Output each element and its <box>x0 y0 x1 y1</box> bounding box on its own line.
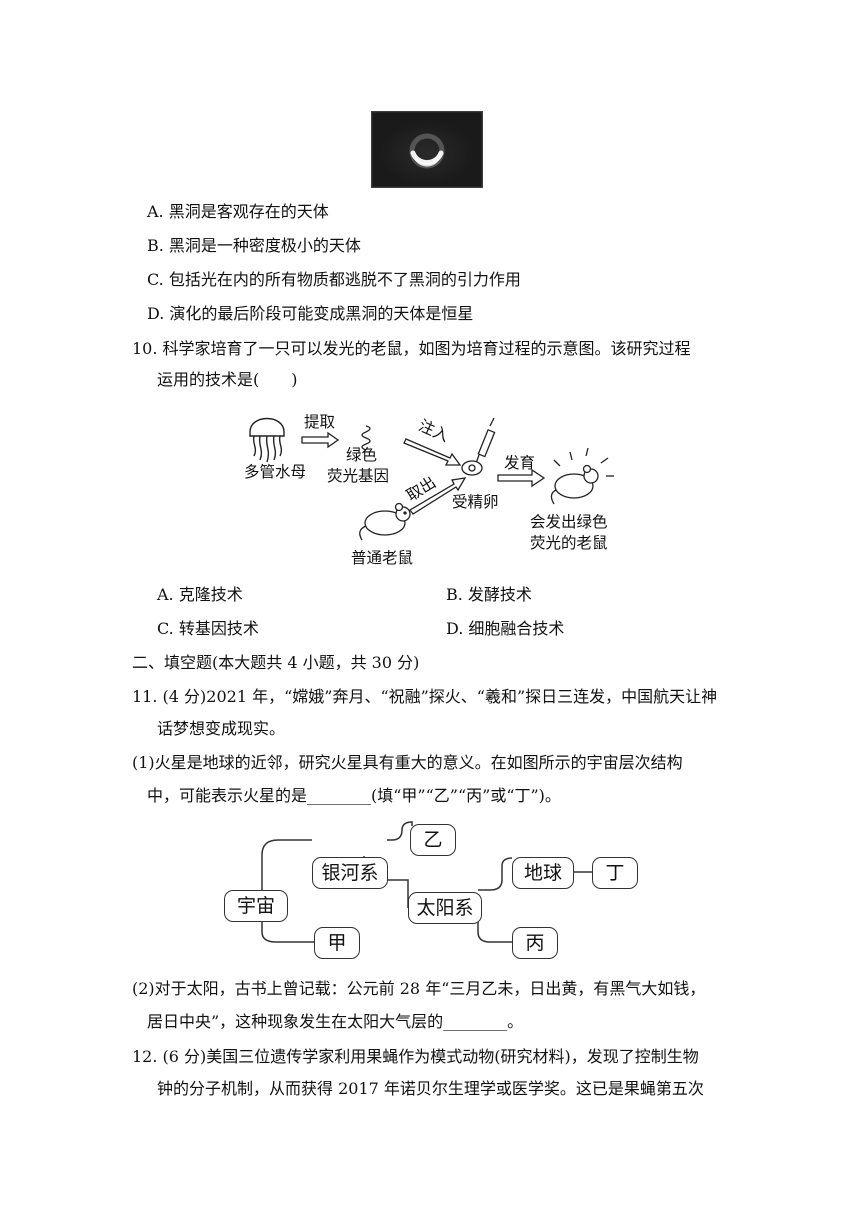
q10-stem-line1: 10. 科学家培育了一只可以发光的老鼠，如图为培育过程的示意图。该研究过程 <box>132 339 691 358</box>
q10-option-b: B. 发酵技术 <box>446 585 532 604</box>
node-solar-system: 太阳系 <box>408 892 482 924</box>
q11-part1-line2: 中，可能表示火星的是________(填“甲”“乙”“丙”或“丁”)。 <box>147 786 561 805</box>
extract-label: 提取 <box>304 413 336 431</box>
q9-option-d: D. 演化的最后阶段可能变成黑洞的天体是恒星 <box>147 304 474 323</box>
glowing-mouse-icon <box>550 447 614 505</box>
syringe-icon <box>474 417 496 467</box>
normal-mouse-label: 普通老鼠 <box>351 549 414 567</box>
universe-hierarchy-diagram: 宇宙 银河系 乙 甲 太阳系 地球 丁 丙 <box>222 820 642 962</box>
node-galaxy: 银河系 <box>312 857 388 889</box>
gene-label-line1: 绿色 <box>346 446 378 464</box>
q9-option-a: A. 黑洞是客观存在的天体 <box>147 202 329 221</box>
fertilized-egg-icon <box>461 460 483 476</box>
develop-label: 发育 <box>504 454 536 472</box>
extract-arrow-icon <box>301 431 340 449</box>
normal-mouse-icon <box>359 502 411 541</box>
glowing-mouse-diagram: 多管水母 提取 绿色 荧光基因 注入 取出 受精卵 发育 普通老鼠 会发出绿色 … <box>240 408 640 574</box>
q11-part1-line1: (1)火星是地球的近邻，研究火星具有重大的意义。在如图所示的宇宙层次结构 <box>132 753 683 772</box>
node-earth: 地球 <box>512 857 574 889</box>
q11-stem-line1: 11. (4 分)2021 年，“嫦娥”奔月、“祝融”探火、“羲和”探日三连发，… <box>132 687 718 706</box>
q11-part2-line2: 居日中央”，这种现象发生在太阳大气层的________。 <box>147 1012 524 1031</box>
q10-stem-line2: 运用的技术是( ) <box>157 370 298 389</box>
develop-arrow-icon <box>497 468 546 488</box>
node-bing: 丙 <box>512 927 558 959</box>
glow-mouse-label-line1: 会发出绿色 <box>530 513 608 531</box>
q10-option-a: A. 克隆技术 <box>157 585 243 604</box>
q12-line2: 钟的分子机制，从而获得 2017 年诺贝尔生理学或医学奖。这已是果蝇第五次 <box>157 1079 704 1098</box>
gene-icon <box>361 425 371 451</box>
q12-line1: 12. (6 分)美国三位遗传学家利用果蝇作为模式动物(研究材料)，发现了控制生… <box>132 1047 699 1066</box>
section-heading: 二、填空题(本大题共 4 小题，共 30 分) <box>132 653 420 672</box>
q11-part2-line1: (2)对于太阳，古书上曾记载：公元前 28 年“三月乙未，日出黄，有黑气大如钱， <box>132 979 706 998</box>
q9-option-b: B. 黑洞是一种密度极小的天体 <box>147 236 361 255</box>
node-yi: 乙 <box>410 824 456 856</box>
node-universe: 宇宙 <box>224 890 288 922</box>
jellyfish-icon <box>249 417 285 463</box>
inject-arrow-icon <box>403 438 462 466</box>
q10-option-d: D. 细胞融合技术 <box>446 619 565 638</box>
node-jia: 甲 <box>314 927 360 959</box>
q9-option-c: C. 包括光在内的所有物质都逃脱不了黑洞的引力作用 <box>147 270 521 289</box>
node-ding: 丁 <box>592 857 638 889</box>
q10-option-c: C. 转基因技术 <box>157 619 259 638</box>
q11-stem-line2: 话梦想变成现实。 <box>157 719 286 738</box>
black-hole-image <box>370 110 484 189</box>
egg-label: 受精卵 <box>452 493 499 511</box>
gene-label-line2: 荧光基因 <box>327 467 390 485</box>
take-out-arrow-icon <box>409 477 467 515</box>
jellyfish-label: 多管水母 <box>244 463 307 481</box>
glow-mouse-label-line2: 荧光的老鼠 <box>530 534 608 552</box>
